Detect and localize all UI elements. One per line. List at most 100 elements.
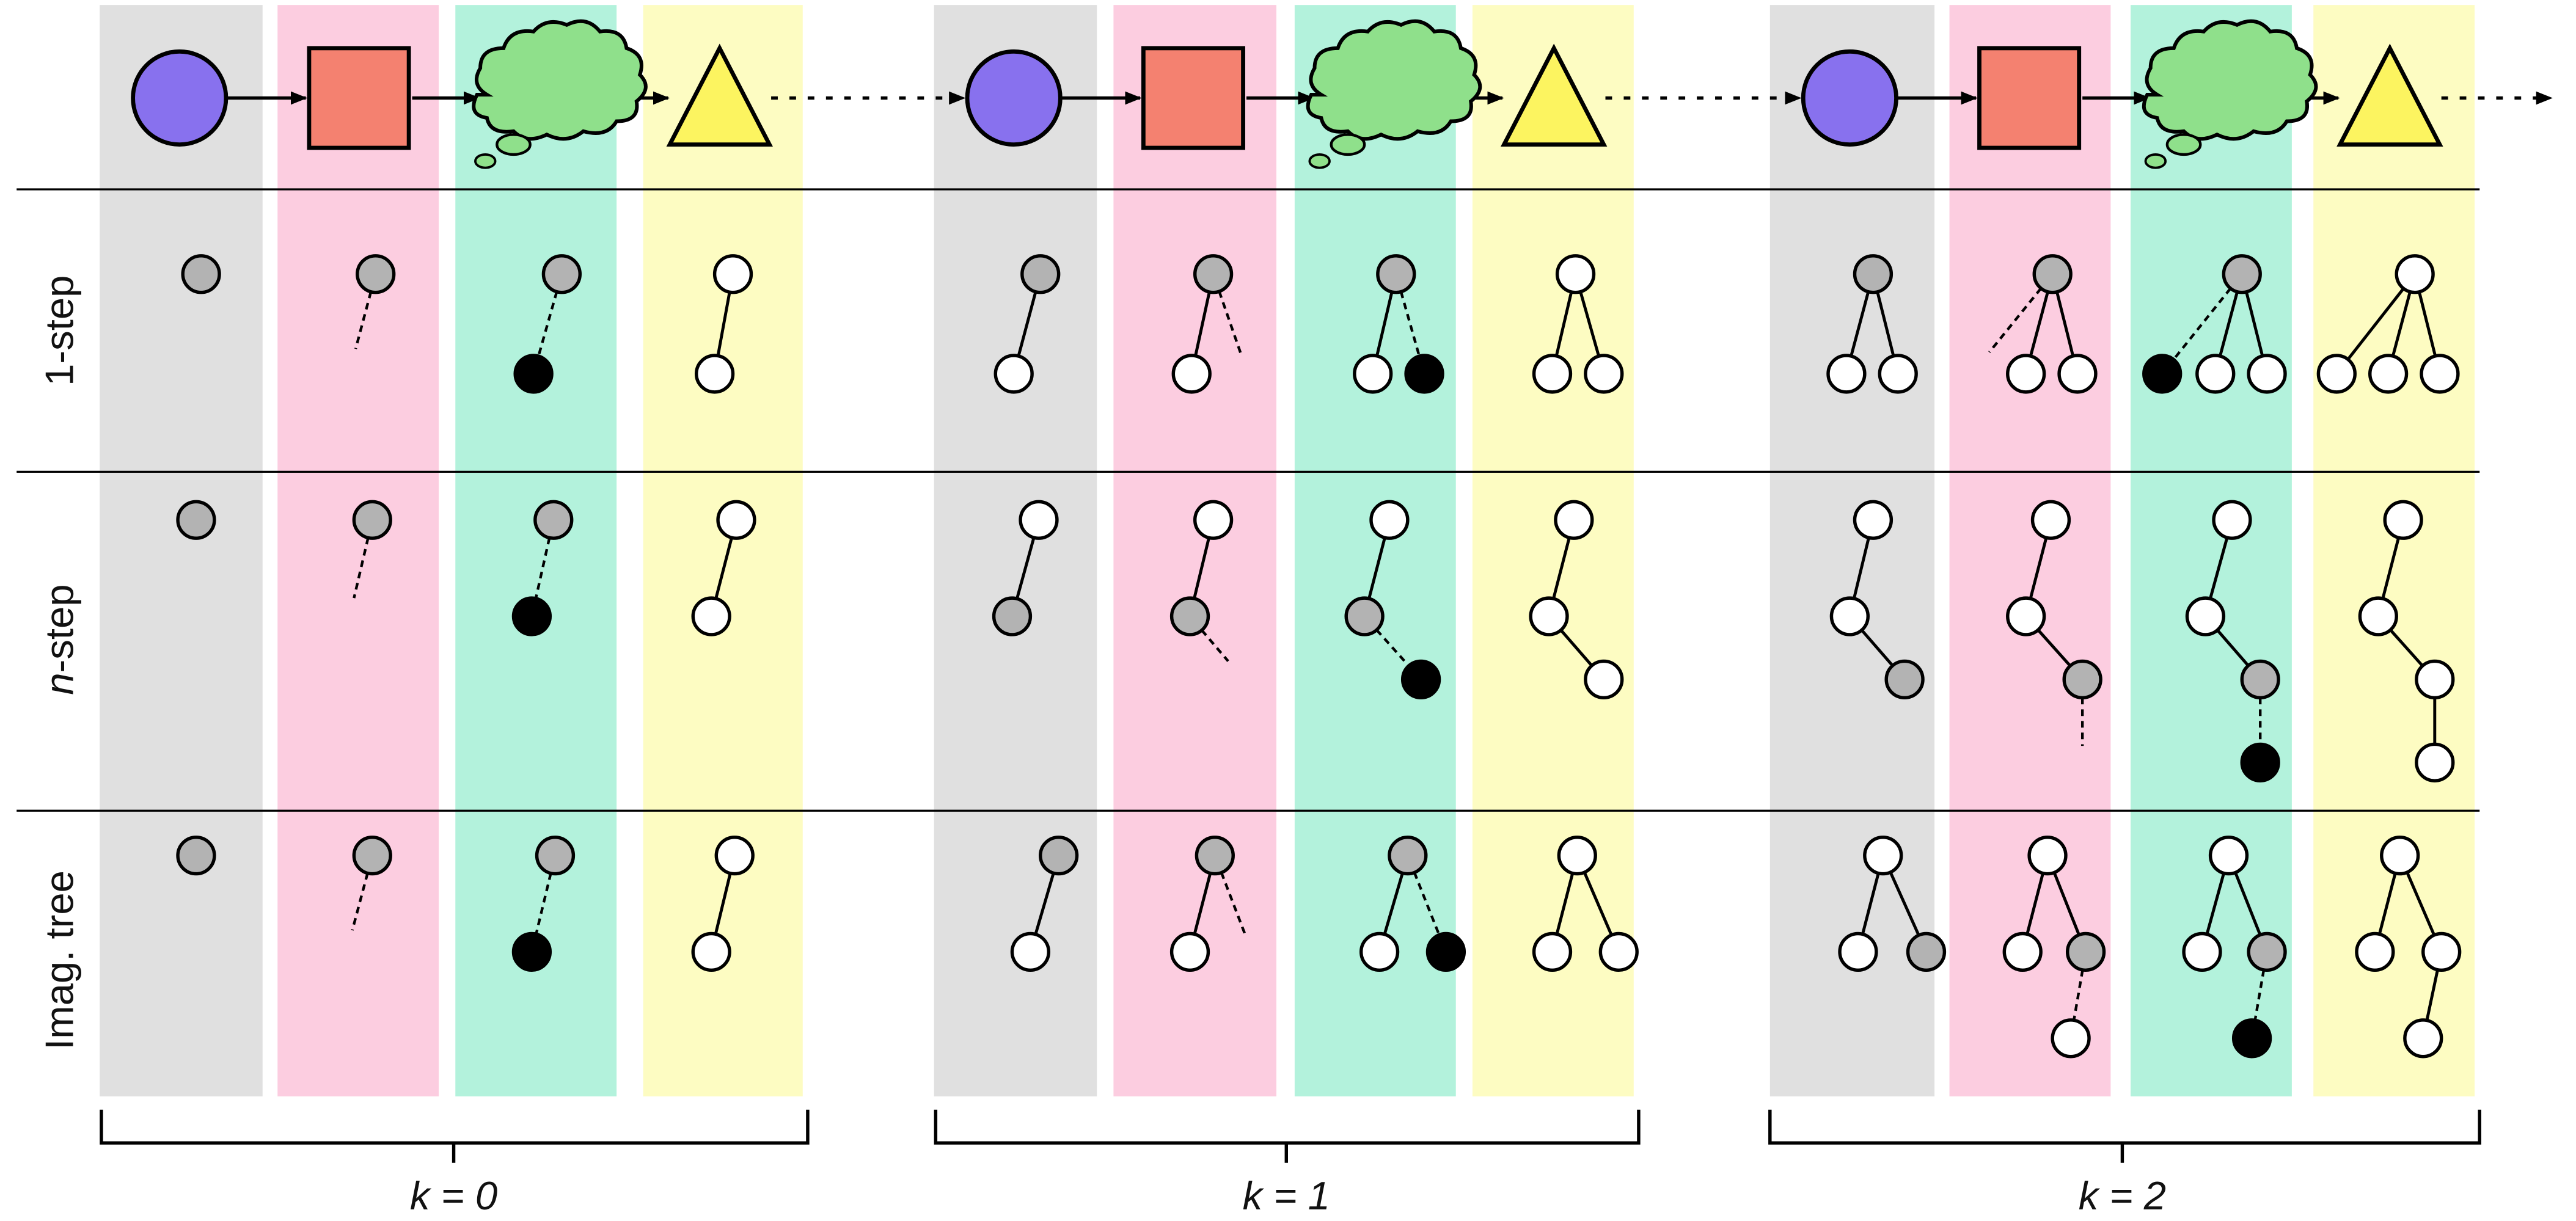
- tree-node-gray: [1169, 596, 1210, 636]
- tree-node-black: [513, 354, 554, 394]
- tree-node-white: [2421, 931, 2462, 972]
- tree-node-white: [1019, 500, 1059, 540]
- tree-edge: [2025, 873, 2044, 935]
- tree-node-white: [2051, 1018, 2091, 1059]
- tree: [1838, 836, 1947, 972]
- tree-node-white: [2420, 354, 2460, 394]
- tree-edge: [2245, 291, 2264, 357]
- row-label-imag-tree: Imag. tree: [37, 870, 82, 1050]
- tree-node-black: [1400, 659, 1441, 700]
- tree-node-gray: [176, 836, 216, 876]
- thought-bubble-icon: [1330, 133, 1366, 156]
- tree-node-white: [2358, 596, 2398, 636]
- row-label-1-step: 1-step: [37, 275, 82, 386]
- tree: [2316, 254, 2460, 394]
- tree-edge: [1193, 537, 1210, 599]
- tree-edge: [1017, 291, 1037, 357]
- tree: [2006, 500, 2102, 746]
- circle-icon: [131, 49, 229, 147]
- tree: [176, 836, 216, 876]
- tree-node-white: [1557, 836, 1597, 876]
- tree-node-white: [1369, 500, 1410, 540]
- tree-edge: [1861, 629, 1894, 667]
- tree-node-white: [1010, 931, 1051, 972]
- tree: [513, 254, 582, 394]
- tree-node-white: [2316, 354, 2357, 394]
- phase-band-gray: [100, 5, 263, 1097]
- tree-edge: [2381, 537, 2400, 599]
- tree: [181, 254, 221, 294]
- tree: [2002, 836, 2106, 1059]
- tree-edge-dashed: [534, 537, 551, 599]
- tree-node-white: [1853, 500, 1894, 540]
- tree-edge: [1583, 872, 1613, 936]
- tree-node-white: [1169, 931, 1210, 972]
- tree-node-white: [2185, 596, 2226, 636]
- tree-node-gray: [2065, 931, 2106, 972]
- tree: [352, 500, 392, 599]
- tree-node-black: [2240, 742, 2280, 782]
- tree: [354, 254, 396, 349]
- tree-node-white: [2403, 1018, 2443, 1059]
- tree: [511, 836, 576, 972]
- tree-node-gray: [1906, 931, 1947, 972]
- phase-band-pink: [277, 5, 439, 1097]
- tree: [2358, 500, 2455, 782]
- tree-edge: [2052, 872, 2080, 936]
- tree-edge: [2234, 872, 2262, 936]
- tree-node-white: [1532, 354, 1573, 394]
- tree-node-white: [2212, 500, 2252, 540]
- tree-edge: [1850, 291, 1870, 357]
- square-icon: [1141, 46, 1245, 150]
- tree-edge: [2391, 291, 2412, 357]
- tree-node-gray: [181, 254, 221, 294]
- tree-node-white: [2247, 354, 2287, 394]
- row-separators: [16, 188, 2480, 812]
- tree: [1826, 254, 1918, 394]
- circle-icon: [965, 49, 1063, 147]
- tree-edge: [1194, 291, 1211, 357]
- tree-node-gray: [1853, 254, 1894, 294]
- tree-node-white: [2006, 354, 2046, 394]
- tree-node-gray: [2240, 659, 2280, 700]
- tree-node-white: [712, 254, 753, 294]
- tree-node-white: [2182, 931, 2222, 972]
- tree-node-white: [716, 500, 756, 540]
- square-icon: [307, 46, 411, 150]
- tree-node-white: [714, 836, 755, 876]
- thought-bubble-icon: [2165, 133, 2202, 156]
- tree-edge: [1015, 537, 1036, 599]
- tree-node-white: [2002, 931, 2043, 972]
- tree: [1171, 254, 1243, 394]
- tree-node-black: [511, 596, 552, 636]
- group-label-k0: k = 0: [410, 1173, 497, 1218]
- tree-edge: [2209, 537, 2229, 599]
- tree-edge-dashed: [353, 537, 370, 599]
- group-label-k1: k = 1: [1243, 1173, 1330, 1218]
- tree: [2182, 836, 2287, 1059]
- tree-node-gray: [2222, 254, 2262, 294]
- tree-edge: [2205, 872, 2225, 935]
- tree-node-white: [1826, 354, 1867, 394]
- tree-edge: [2055, 291, 2075, 357]
- tree: [691, 836, 755, 972]
- tree-node-white: [1838, 931, 1878, 972]
- tree-node-white: [2415, 742, 2455, 782]
- tree-edge: [1579, 291, 1600, 357]
- tree: [511, 500, 574, 636]
- tree: [993, 254, 1061, 394]
- group-label-k2: k = 2: [2079, 1173, 2166, 1218]
- tree-node-white: [691, 596, 731, 636]
- group-brackets: [100, 1109, 2481, 1163]
- tree: [1169, 500, 1234, 662]
- tree-edge: [2406, 872, 2436, 936]
- phase-bands: [100, 5, 2475, 1097]
- tree-edge: [1034, 872, 1055, 935]
- tree: [1344, 500, 1441, 700]
- tree-node-gray: [2032, 254, 2073, 294]
- tree-edge: [716, 291, 731, 356]
- tree-edge: [1853, 537, 1870, 599]
- tree-edge: [1375, 291, 1394, 357]
- tree-edge: [2029, 291, 2049, 357]
